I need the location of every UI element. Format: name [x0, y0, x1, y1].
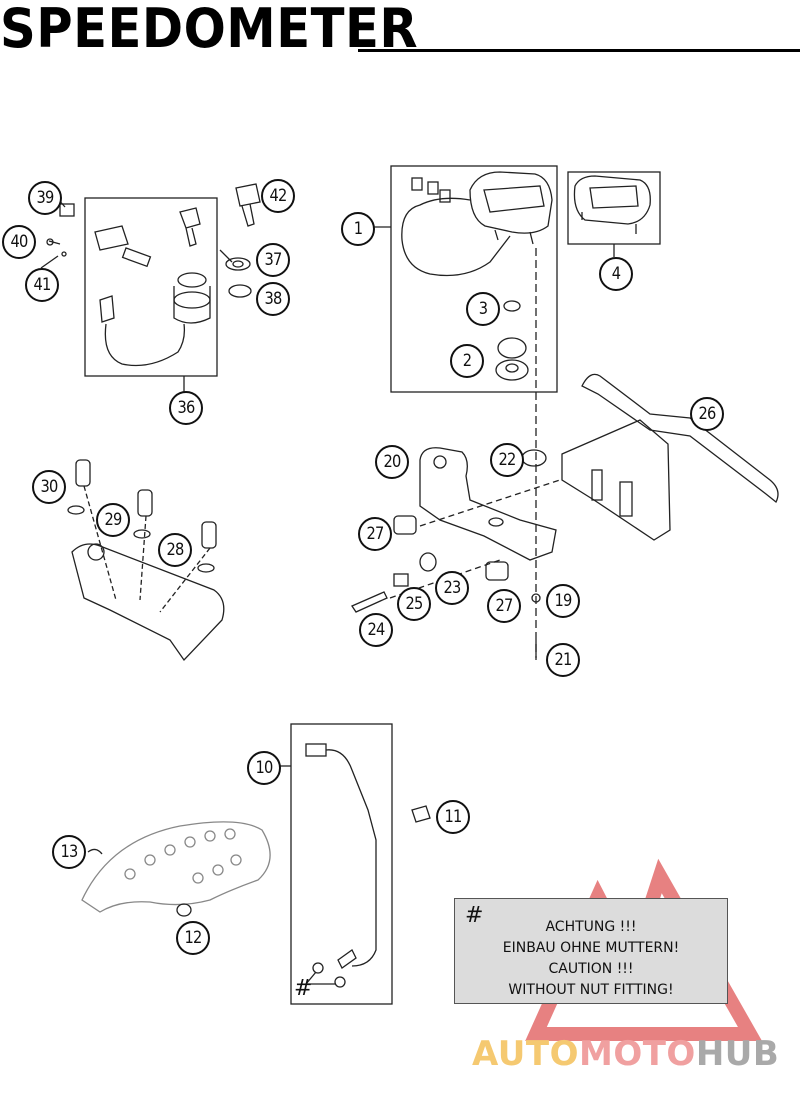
title-underline — [358, 49, 800, 52]
note-line-2: EINBAU OHNE MUTTERN! — [502, 940, 680, 956]
callout-38: 38 — [256, 282, 290, 316]
speed-sensor-cable — [305, 743, 377, 988]
ring-38 — [228, 284, 252, 298]
screw-41 — [61, 251, 67, 257]
bolt-24 — [351, 591, 388, 613]
bushing-23 — [419, 552, 437, 572]
speedometer-holder — [419, 447, 557, 561]
callout-19: 19 — [546, 584, 580, 618]
note-line-1: ACHTUNG !!! — [545, 919, 637, 935]
mounting-bracket — [561, 373, 779, 541]
speedometer-unit — [401, 171, 553, 277]
callout-26: 26 — [690, 397, 724, 431]
callout-2: 2 — [450, 344, 484, 378]
ignition-lock — [94, 225, 211, 367]
washer-19 — [531, 593, 541, 603]
callout-28: 28 — [158, 533, 192, 567]
callout-39: 39 — [28, 181, 62, 215]
callout-37: 37 — [256, 243, 290, 277]
note-hash-symbol: # — [465, 903, 484, 928]
ignition-group-box — [84, 197, 218, 377]
page-title: SPEEDOMETER — [0, 0, 419, 60]
callout-1: 1 — [341, 212, 375, 246]
clip-13 — [87, 848, 103, 855]
caution-note: # ACHTUNG !!! EINBAU OHNE MUTTERN! CAUTI… — [454, 898, 728, 1004]
callout-27a: 27 — [358, 517, 392, 551]
callout-41: 41 — [25, 268, 59, 302]
watermark-part-moto: MOTO — [578, 1034, 696, 1074]
nut-11 — [411, 805, 431, 823]
callout-24: 24 — [359, 613, 393, 647]
callout-11: 11 — [436, 800, 470, 834]
callout-36: 36 — [169, 391, 203, 425]
note-line-3: CAUTION !!! — [548, 961, 634, 977]
callout-40: 40 — [2, 225, 36, 259]
watermark-part-auto: AUTO — [472, 1034, 579, 1074]
watermark-logo: AUTOMOTOHUB — [472, 1034, 779, 1074]
callout-29: 29 — [96, 503, 130, 537]
nut-39 — [59, 203, 75, 217]
triple-clamp-part — [67, 459, 225, 662]
key-42 — [235, 183, 261, 227]
sleeve-25 — [393, 573, 409, 587]
rubber-bushing-22 — [521, 449, 547, 467]
callout-10: 10 — [247, 751, 281, 785]
instrument-cover — [573, 175, 651, 234]
speedometer-group-box — [390, 165, 558, 393]
sensor-group-box — [290, 723, 393, 1005]
key-small — [179, 207, 201, 247]
callout-23: 23 — [435, 571, 469, 605]
cover-group-box — [567, 171, 661, 245]
spacer-12 — [176, 903, 192, 917]
watermark-part-hub: HUB — [695, 1034, 780, 1074]
callout-27b: 27 — [487, 589, 521, 623]
damper-27b — [485, 561, 509, 581]
callout-12: 12 — [176, 921, 210, 955]
note-line-4: WITHOUT NUT FITTING! — [508, 982, 674, 998]
callout-30: 30 — [32, 470, 66, 504]
ring-37 — [225, 257, 251, 271]
grommet-part — [495, 337, 529, 381]
washer-40 — [46, 238, 54, 246]
callout-25: 25 — [397, 587, 431, 621]
callout-3: 3 — [466, 292, 500, 326]
callout-13: 13 — [52, 835, 86, 869]
sensor-hash-mark: # — [294, 976, 313, 1001]
brake-disc — [81, 821, 271, 913]
callout-4: 4 — [599, 257, 633, 291]
callout-42: 42 — [261, 179, 295, 213]
gasket-ring — [503, 300, 521, 312]
callout-22: 22 — [490, 443, 524, 477]
damper-27a — [393, 515, 417, 535]
callout-21: 21 — [546, 643, 580, 677]
callout-20: 20 — [375, 445, 409, 479]
